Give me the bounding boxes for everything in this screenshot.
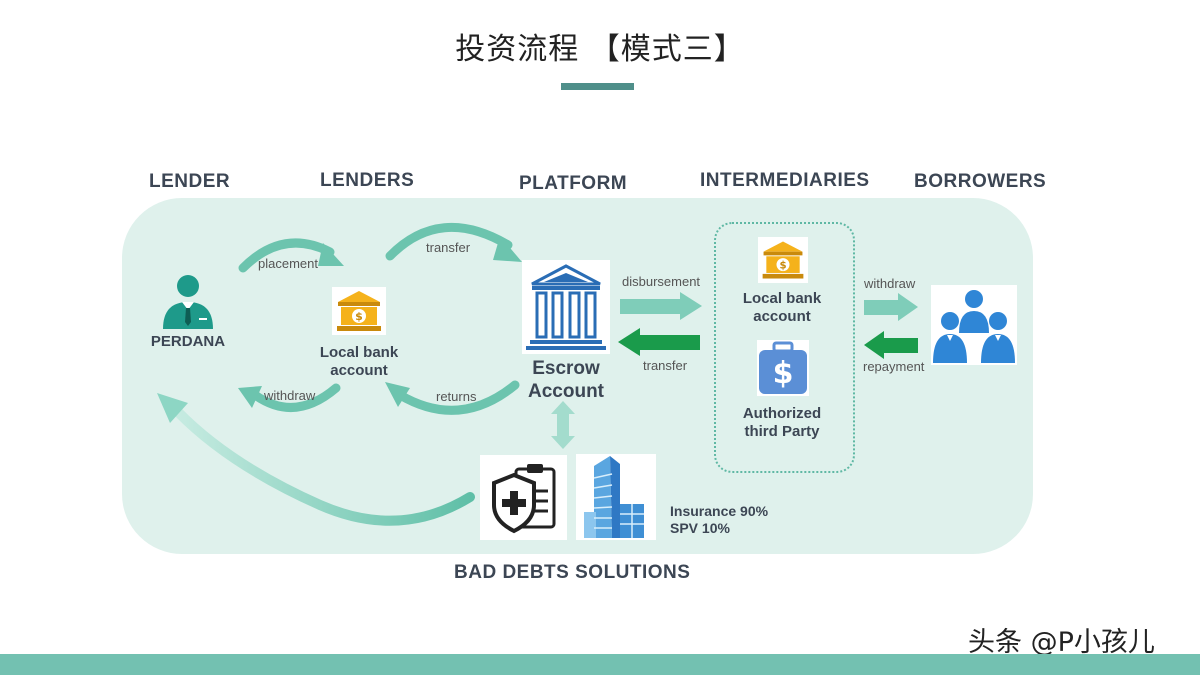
column-platform: PLATFORM xyxy=(519,173,628,194)
withdraw-right-label: withdraw xyxy=(864,276,916,291)
repayment-arrowhead xyxy=(864,331,884,359)
title-underline xyxy=(561,83,634,90)
intermediaries-box xyxy=(714,222,855,473)
page-title: 投资流程 【模式三】 xyxy=(455,32,745,67)
bottom-accent-bar xyxy=(0,654,1200,675)
users-group-icon xyxy=(931,285,1017,365)
transfer-top-arrowhead xyxy=(493,236,522,262)
lenders-bank-label: Local bank account xyxy=(309,344,409,380)
returns-arrowhead xyxy=(385,382,410,407)
repayment-label: repayment xyxy=(863,359,925,374)
inter-bank-label: Local bank account xyxy=(732,290,832,326)
inter-bank-label-line2: account xyxy=(753,308,811,325)
escrow-label: Escrow Account xyxy=(510,357,622,403)
third-party-label-line1: Authorized xyxy=(742,405,822,422)
insurance-shield-icon xyxy=(480,455,567,540)
column-intermediaries: INTERMEDIARIES xyxy=(700,170,870,191)
escrow-label-line1: Escrow xyxy=(532,358,600,379)
bank-icon: $ xyxy=(758,237,808,283)
lenders-bank-label-line2: account xyxy=(330,362,388,379)
disbursement-arrowhead xyxy=(680,292,702,320)
money-bag-icon: $ xyxy=(757,340,809,396)
perdana-label: PERDANA xyxy=(150,333,226,350)
insurance-share: Insurance 90% xyxy=(670,503,769,519)
withdraw-left-arrowhead xyxy=(238,386,262,408)
svg-text:$: $ xyxy=(779,260,786,271)
third-party-label-line2: third Party xyxy=(744,423,820,440)
watermark: 头条 @P小孩儿 xyxy=(968,627,1155,658)
placement-arrowhead xyxy=(318,243,344,266)
bad-debts-return-arrow xyxy=(173,407,475,526)
withdraw-left-label: withdraw xyxy=(264,388,316,403)
withdraw-right-arrowhead xyxy=(898,293,918,321)
third-party-label: Authorized third Party xyxy=(729,405,835,441)
returns-label: returns xyxy=(436,389,477,404)
escrow-label-line2: Account xyxy=(528,381,604,402)
placement-label: placement xyxy=(258,256,318,271)
building-icon xyxy=(576,454,656,540)
bank-icon: $ xyxy=(332,287,386,335)
column-lenders: LENDERS xyxy=(320,170,415,191)
columns-bank-icon xyxy=(522,260,610,354)
returns-arrow xyxy=(395,380,520,415)
transfer-top-label: transfer xyxy=(426,240,471,255)
transfer-top-arrow xyxy=(385,222,513,261)
vertical-arrow-up xyxy=(551,401,575,414)
bad-debts-return-arrowhead xyxy=(157,393,188,423)
column-lender: LENDER xyxy=(149,171,231,192)
withdraw-left-arrow xyxy=(250,383,341,412)
placement-arrow xyxy=(238,238,335,273)
person-icon xyxy=(161,274,215,330)
inter-bank-label-line1: Local bank xyxy=(742,290,822,307)
spv-share: SPV 10% xyxy=(670,520,730,536)
svg-text:$: $ xyxy=(773,356,794,391)
lenders-bank-label-line1: Local bank xyxy=(319,344,399,361)
vertical-arrow-down xyxy=(551,436,575,449)
column-borrowers: BORROWERS xyxy=(914,171,1047,192)
transfer-back-label: transfer xyxy=(643,358,688,373)
bad-debts-label: BAD DEBTS SOLUTIONS xyxy=(454,562,691,583)
svg-text:$: $ xyxy=(355,310,363,323)
disbursement-label: disbursement xyxy=(622,274,701,289)
transfer-back-arrowhead xyxy=(618,328,640,356)
